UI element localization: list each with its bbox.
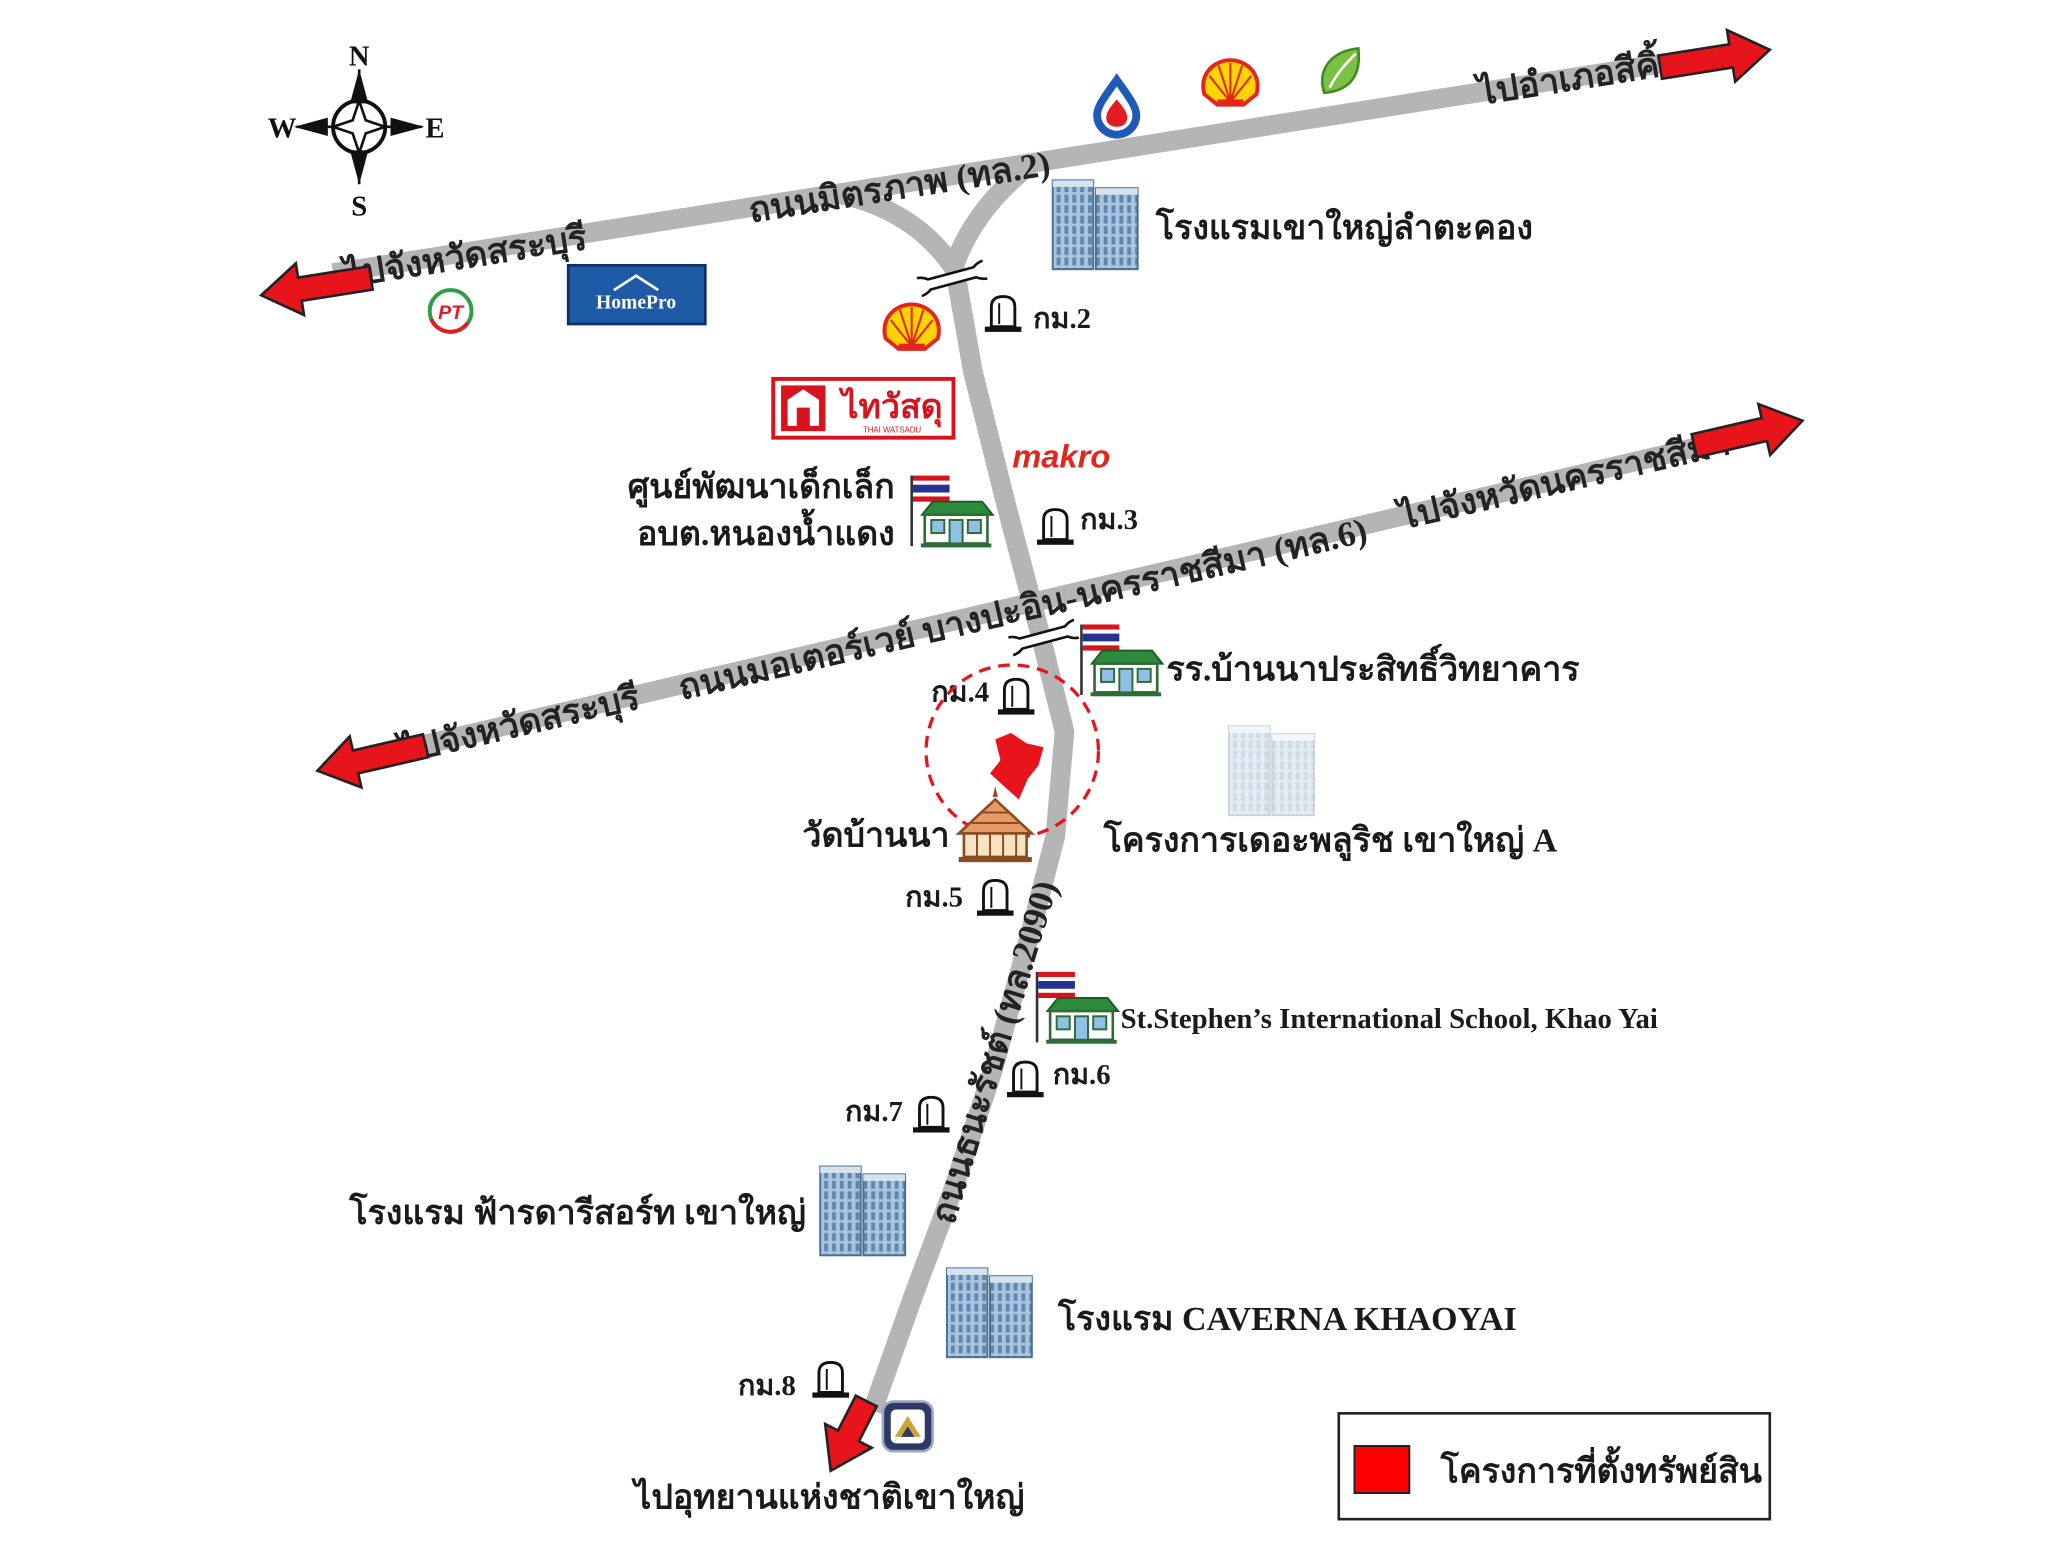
legend: โครงการที่ตั้งทรัพย์สิน — [1337, 1412, 1772, 1521]
road-thanarat-line — [863, 259, 1075, 1415]
km-marker-icon — [1005, 1060, 1046, 1099]
km7-label: กม.7 — [845, 1096, 903, 1128]
watermark-building-icon — [1228, 725, 1315, 817]
thaiwatsadu-logo-subtext: THAI WATSADU — [863, 425, 922, 434]
bangchak-logo-icon — [1320, 47, 1361, 95]
ststephens-school-label: St.Stephen’s International School, Khao … — [1121, 1003, 1658, 1035]
hotel-caverna-label: โรงแรม CAVERNA KHAOYAI — [1057, 1298, 1517, 1338]
pt-logo-icon: PT — [427, 288, 474, 334]
hotel-building-icon — [1051, 179, 1139, 271]
national-park-icon — [881, 1400, 934, 1453]
arrow-south-thanarat-icon — [823, 1393, 879, 1473]
road-thanarat-label: ถนนธนะรัชต์ (ทล.2090) — [923, 876, 1065, 1228]
makro-logo: makro — [1012, 438, 1110, 475]
arrow-east-mittraphap-icon — [1656, 27, 1773, 85]
compass-rose-icon — [293, 69, 425, 185]
legend-box — [1337, 1412, 1772, 1521]
km-marker-icon — [911, 1095, 951, 1134]
km8-label: กม.8 — [738, 1370, 796, 1402]
road-fork-east — [944, 155, 1038, 272]
km-marker-icon — [810, 1360, 851, 1400]
road-mittraphap-west-label: ไปจังหวัดสระบุรี — [338, 216, 590, 297]
km5-label: กม.5 — [905, 882, 963, 914]
km-marker-icon — [996, 677, 1036, 717]
road-motorway — [383, 428, 1740, 764]
child-center-label-line2: อบต.หนองน้ำแดง — [637, 508, 895, 553]
bridge-overpass-icon — [1008, 618, 1080, 657]
legend-label: โครงการที่ตั้งทรัพย์สิน — [1440, 1446, 1762, 1491]
legend-swatch — [1353, 1445, 1411, 1495]
km-marker-icon — [983, 295, 1023, 334]
homepro-logo-text: HomePro — [596, 292, 676, 313]
road-mittraphap-east-label: ไปอำเภอสีคิ้ว — [1471, 36, 1682, 114]
thaiwatsadu-logo: ไทวัสดุ THAI WATSADU — [771, 376, 956, 440]
shell-logo-icon — [1201, 58, 1260, 108]
km2-label: กม.2 — [1033, 303, 1091, 335]
temple-icon — [955, 786, 1036, 863]
road-motorway-west-label: ไปจังหวัดสระบุรี — [392, 676, 644, 774]
property-location-marker — [990, 732, 1044, 800]
project-name-label: โครงการเดอะพลูริช เขาใหญ่ A — [1103, 820, 1558, 862]
shell-logo-icon — [882, 302, 941, 353]
child-center-label-line1: ศูนย์พัฒนาเด็กเล็ก — [628, 465, 895, 508]
road-mittraphap-line — [331, 49, 1693, 283]
road-motorway-east-label: ไปจังหวัดนครราชสีมา — [1392, 421, 1734, 538]
school-flag-icon — [1080, 623, 1164, 698]
school-bannaprasit-label: รร.บ้านนาประสิทธิ์วิทยาคาร — [1166, 644, 1580, 689]
thaiwatsadu-logo-text: ไทวัสดุ — [837, 387, 942, 428]
road-thanarat — [833, 155, 1075, 1415]
compass-west-label: W — [268, 112, 297, 144]
compass-north-label: N — [349, 40, 370, 72]
arrow-west-mittraphap-icon — [258, 260, 375, 318]
project-highlight-circle — [924, 663, 1101, 839]
hotel-building-icon — [819, 1165, 907, 1257]
ptt-logo-icon — [1093, 73, 1141, 139]
arrow-west-motorway-icon — [315, 732, 430, 790]
homepro-logo: HomePro — [566, 263, 707, 326]
hotel-farada-label: โรงแรม ฟ้ารดารีสอร์ท เขาใหญ่ — [348, 1192, 806, 1233]
school-flag-icon — [910, 474, 994, 549]
arrow-east-motorway-icon — [1690, 401, 1805, 459]
road-mittraphap — [331, 49, 1693, 283]
km6-label: กม.6 — [1053, 1059, 1111, 1091]
km-marker-icon — [1035, 508, 1076, 547]
km3-label: กม.3 — [1080, 504, 1138, 536]
road-motorway-line — [383, 428, 1740, 764]
hotel-building-icon — [945, 1267, 1033, 1359]
compass-south-label: S — [351, 191, 367, 223]
bridge-overpass-icon — [916, 259, 988, 298]
school-flag-icon — [1035, 970, 1120, 1046]
compass-east-label: E — [425, 112, 444, 144]
road-thanarat-south-label: ไปอุทยานแห่งชาติเขาใหญ่ — [630, 1477, 1024, 1519]
pt-logo-text: PT — [438, 302, 465, 324]
hotel-lamtakong-label: โรงแรมเขาใหญ่ลำตะคอง — [1155, 207, 1533, 248]
wat-banna-label: วัดบ้านนา — [802, 818, 949, 855]
road-fork-west — [833, 183, 962, 274]
km-marker-icon — [975, 879, 1015, 918]
